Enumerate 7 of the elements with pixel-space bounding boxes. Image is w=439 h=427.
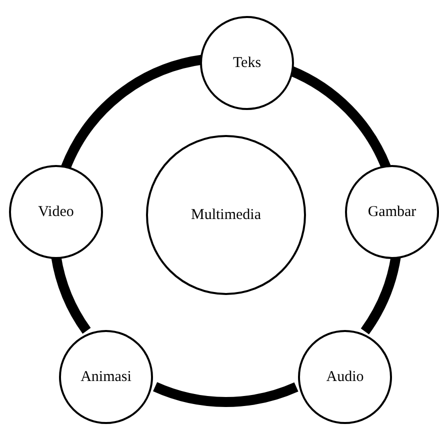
node-label: Audio [326, 368, 364, 387]
node-label: Multimedia [191, 206, 261, 225]
node-label: Video [38, 202, 74, 222]
node-label: Gambar [368, 202, 416, 222]
node-label: Animasi [80, 368, 132, 387]
ring-connector [153, 382, 298, 407]
node-label: Teks [232, 54, 262, 73]
